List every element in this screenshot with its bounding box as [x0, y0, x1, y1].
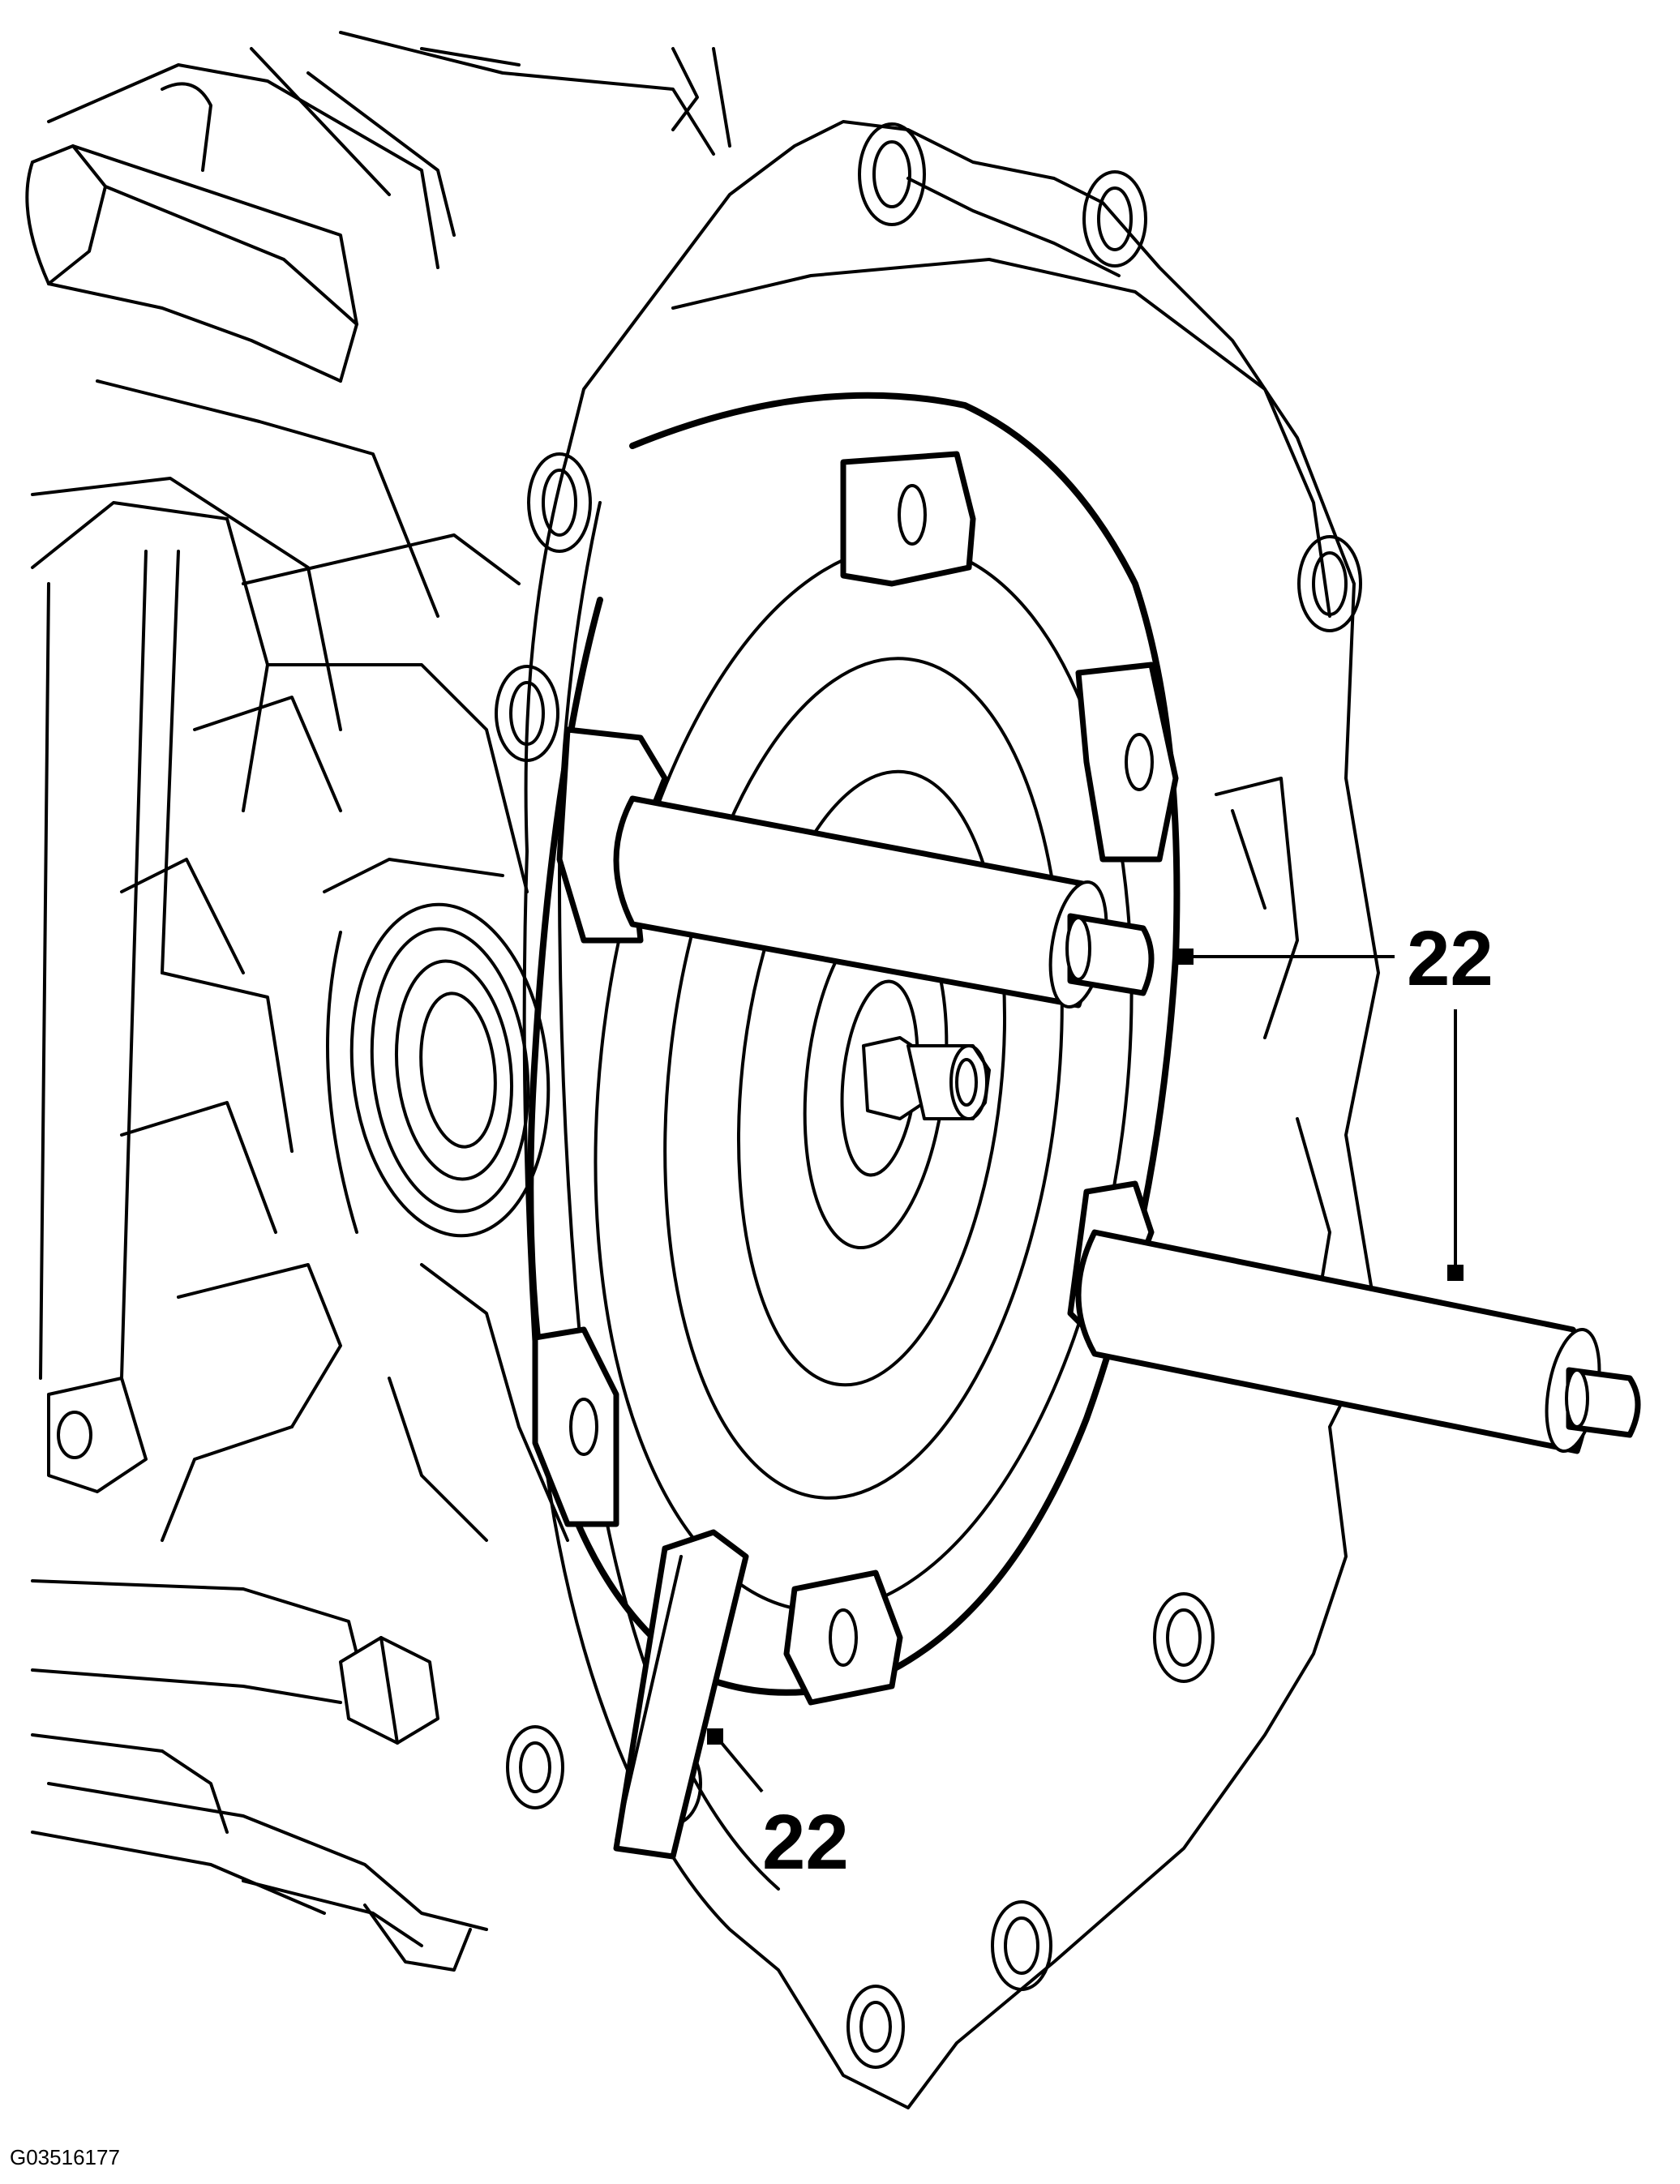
figure-id: G03516177 — [10, 2145, 120, 2169]
locking-bar — [613, 1529, 749, 1860]
lug-bottom — [783, 1569, 903, 1706]
center-hub-bolt — [862, 1036, 991, 1120]
callout-leaders — [707, 949, 1464, 1793]
alignment-pin-upper — [556, 726, 1155, 1009]
flex-plate — [527, 392, 1181, 1696]
alignment-pin-lower — [1067, 1180, 1641, 1454]
transmission-case-left — [25, 31, 731, 1972]
callout-dot-bar — [707, 1728, 723, 1745]
callout-label-upper: 22 — [1407, 915, 1494, 1002]
flex-plate-lugs — [532, 451, 1179, 1706]
lug-lower-left — [532, 1326, 619, 1527]
callout-dot-upper — [1177, 949, 1194, 965]
callout-dot-lower-pin — [1447, 1265, 1464, 1281]
lug-top — [840, 451, 976, 587]
lug-upper-right — [1075, 662, 1179, 863]
callout-label-lower: 22 — [762, 1799, 849, 1886]
